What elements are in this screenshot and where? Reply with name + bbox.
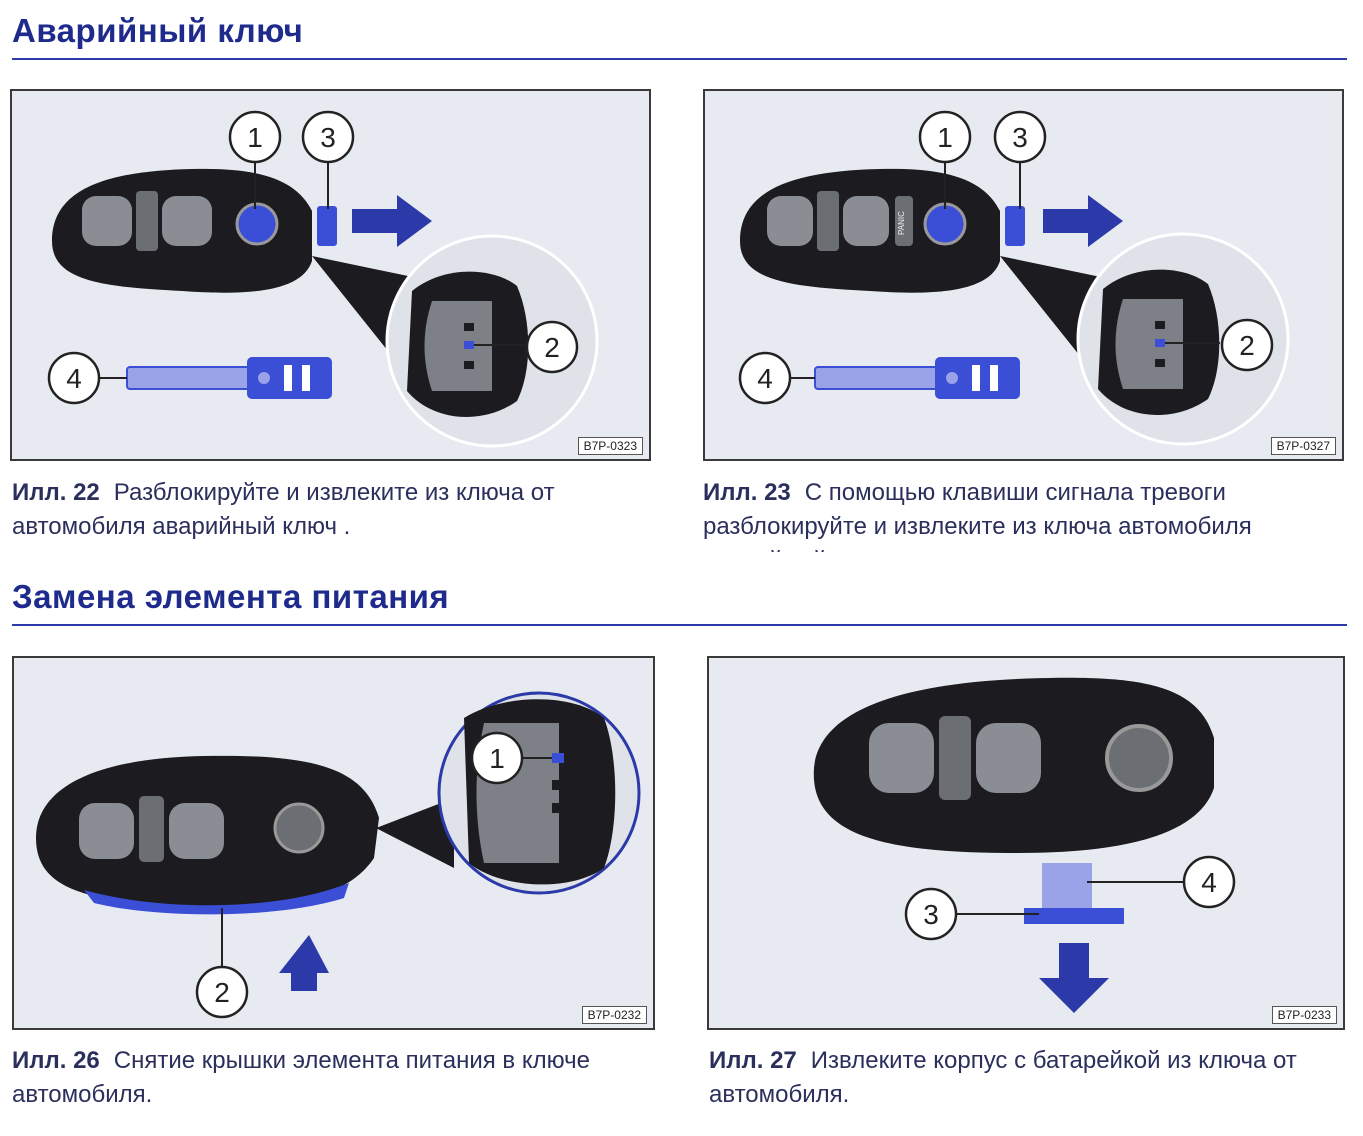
caption-label: Илл. 23 [703,479,791,506]
svg-text:3: 3 [320,122,336,153]
key-fob [52,168,337,293]
svg-text:2: 2 [1239,330,1255,361]
callout-1: 1 [470,731,524,785]
figure-code: B7P-0323 [577,437,643,455]
section-title-battery-replacement: Замена элемента питания [12,578,450,615]
key-illustration: 1 2 [36,691,641,1019]
svg-text:2: 2 [214,977,230,1008]
callout-3: 3 [301,110,355,164]
key-illustration: 4 3 [813,677,1236,1013]
key-fob [36,755,379,915]
svg-text:2: 2 [544,332,560,363]
arrow-right-icon [1043,195,1123,247]
figure-23: PANIC 1 3 [703,89,1344,461]
emergency-key-blade [100,357,332,399]
callout-2: 2 [195,965,249,1019]
callout-2: 2 [525,320,579,374]
key-illustration: 1 3 2 4 [47,110,599,448]
panic-button-label: PANIC [897,211,906,235]
zoom-detail [385,234,599,448]
key-illustration: PANIC 1 3 [738,110,1290,446]
caption-label: Илл. 26 [12,1047,100,1074]
callout-2: 2 [1220,318,1274,372]
section-rule [12,624,1347,626]
callout-3: 3 [904,887,958,941]
zoom-detail [1076,232,1290,446]
callout-4: 4 [738,351,792,405]
battery-holder [1024,863,1124,924]
caption-text: Снятие крышки элемента питания в ключе а… [12,1047,590,1108]
arrow-down-icon [279,935,329,991]
figure-22: 1 3 2 4 B7P-0323 [10,89,651,461]
svg-text:4: 4 [66,363,82,394]
svg-text:4: 4 [1201,867,1217,898]
zoom-detail [437,691,641,895]
section-rule [12,58,1347,60]
figure-code: B7P-0233 [1271,1006,1337,1024]
caption-text: Разблокируйте и извлеките из ключа от ав… [12,479,555,540]
figure-code: B7P-0232 [581,1006,647,1024]
emergency-key-blade [791,357,1020,399]
callout-3: 3 [993,110,1047,164]
section-title-emergency-key: Аварийный ключ [12,12,304,49]
svg-text:1: 1 [937,122,953,153]
svg-text:4: 4 [757,363,773,394]
figure-code: B7P-0327 [1270,437,1336,455]
caption-label: Илл. 22 [12,479,100,506]
arrow-down-icon [1039,943,1109,1013]
callout-4: 4 [47,351,101,405]
callout-1: 1 [918,110,972,164]
key-fob [813,677,1214,853]
key-fob: PANIC [740,168,1025,293]
svg-text:3: 3 [1012,122,1028,153]
caption-text: Извлеките корпус с батарейкой из ключа о… [709,1047,1297,1108]
figure-27: 4 3 B7P-0233 [707,656,1345,1030]
caption-label: Илл. 27 [709,1047,797,1074]
svg-text:1: 1 [489,743,505,774]
callout-4: 4 [1182,855,1236,909]
svg-text:3: 3 [923,899,939,930]
figure-26: 1 2 B7P-0232 [12,656,655,1030]
arrow-right-icon [352,195,432,247]
callout-1: 1 [228,110,282,164]
svg-text:1: 1 [247,122,263,153]
caption-text: С помощью клавиши сигнала тревоги разбло… [703,479,1252,552]
